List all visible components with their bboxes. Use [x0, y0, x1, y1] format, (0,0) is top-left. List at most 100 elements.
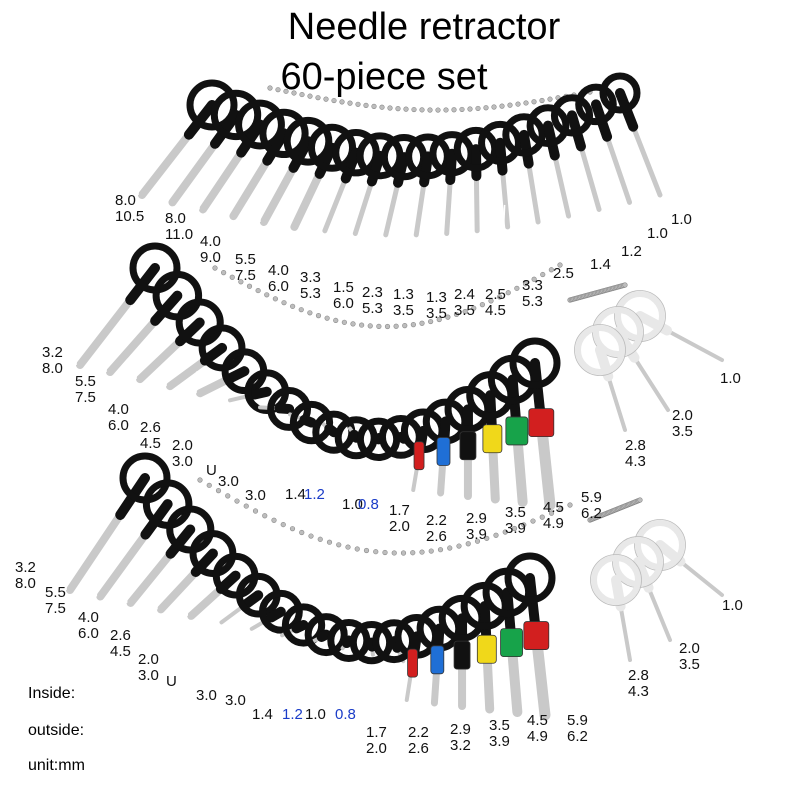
inside-size: 4.0: [78, 609, 99, 626]
inside-size: 2.5: [553, 265, 574, 282]
chain-bead: [387, 105, 393, 111]
chain-bead: [341, 319, 347, 325]
chain-bead: [307, 310, 313, 316]
inside-size: U: [206, 462, 217, 479]
inside-size: 3.0: [218, 473, 239, 490]
fork-slot: [156, 587, 159, 610]
inside-size: 2.9: [466, 510, 487, 527]
handle-neck: [341, 635, 354, 649]
chain-bead: [540, 271, 546, 278]
outside-size: 3.0: [172, 453, 193, 470]
chain-bead: [246, 283, 253, 289]
outside-size: 3.9: [489, 733, 510, 750]
inside-size: 1.0: [647, 225, 668, 242]
legend-inside: Inside:: [28, 685, 76, 702]
inside-size: 2.0: [172, 437, 193, 454]
handle-neck: [210, 109, 241, 149]
black-ring: [478, 120, 522, 165]
inside-size: 1.0: [671, 211, 692, 228]
inside-size: 2.9: [450, 721, 471, 738]
black-ring: [267, 387, 312, 431]
inside-size: 3.3: [300, 269, 321, 286]
inside-size: 5.9: [567, 712, 588, 729]
metal-pin: [138, 130, 193, 199]
colored-ferrule: [476, 634, 497, 664]
inside-size: 3.2: [42, 344, 63, 361]
fork-slot: [75, 342, 78, 366]
chain-bead: [395, 106, 401, 112]
black-ring: [281, 603, 326, 647]
metal-pin: [606, 374, 627, 432]
colored-ferrule: [407, 648, 418, 678]
black-ring: [509, 337, 561, 389]
colored-ferrule: [523, 621, 550, 650]
chain-bead: [488, 298, 494, 304]
inside-size: 0.8: [358, 496, 379, 513]
chain-bead: [400, 550, 407, 556]
metal-pin: [678, 559, 724, 597]
inside-size: 8.0: [115, 192, 136, 209]
metal-pin: [352, 178, 375, 236]
fork-slot: [65, 567, 68, 591]
outside-size: 6.2: [567, 728, 588, 745]
row2-label: 1.0: [342, 497, 363, 513]
metal-pin: [126, 549, 175, 607]
chain-bead: [291, 90, 297, 96]
metal-pin: [66, 510, 125, 594]
outside-size: 4.3: [625, 453, 646, 470]
metal-pin: [413, 179, 427, 238]
handle-neck: [241, 590, 264, 610]
inside-size: 1.2: [304, 486, 325, 503]
handle-neck: [519, 129, 534, 169]
black-ring: [327, 618, 371, 662]
inside-size: 2.0: [679, 640, 700, 657]
outside-size: 5.3: [522, 293, 543, 310]
chain-bead: [308, 533, 314, 539]
row2-label: 3.0: [245, 488, 266, 504]
chain-bead: [514, 285, 520, 291]
chain-bead: [283, 88, 289, 94]
chain-bead: [307, 93, 313, 99]
metal-pin: [106, 316, 160, 377]
chain-bead: [238, 279, 244, 285]
chain-bead: [419, 320, 425, 326]
inside-size: U: [166, 673, 177, 690]
chain-bead: [502, 529, 508, 535]
chain-bead: [505, 290, 511, 296]
row1-label: 1.4: [590, 257, 611, 273]
chain-bead: [515, 101, 521, 107]
row3-label: 0.8: [335, 707, 356, 723]
fork-slot: [186, 593, 189, 616]
outside-size: 3.5: [393, 302, 414, 319]
outside-size: 3.5: [679, 656, 700, 673]
row3-label: 1.0: [305, 707, 326, 723]
outside-size: 2.0: [389, 518, 410, 535]
handle-neck: [274, 403, 295, 414]
black-ring: [289, 400, 334, 445]
chain-bead: [336, 542, 342, 548]
outside-size: 6.2: [581, 505, 602, 522]
chain-bead: [419, 549, 425, 555]
chain-bead: [493, 532, 499, 538]
metal-pin: [322, 175, 349, 234]
black-ring: [186, 79, 238, 131]
inside-size: 3.3: [522, 277, 543, 294]
colored-ferrule: [436, 437, 451, 466]
inside-size: 2.6: [140, 419, 161, 436]
outside-size: 3.5: [454, 302, 475, 319]
chain-bead: [354, 546, 360, 552]
chain-bead: [290, 303, 296, 309]
